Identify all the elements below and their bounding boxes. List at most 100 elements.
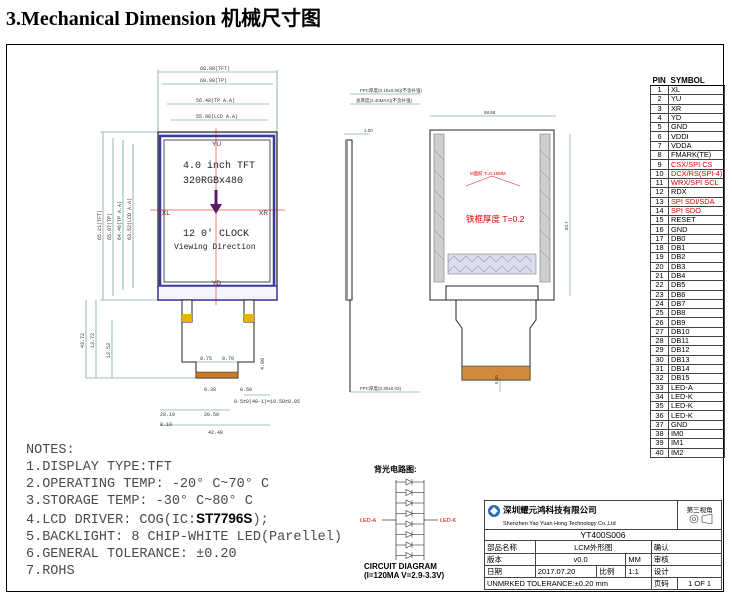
pin-number: 19 [650, 252, 669, 263]
pin-symbol: XL [667, 84, 726, 96]
dim-top-lcd-aa: 55.08(LCD A.A) [196, 114, 238, 120]
pin-symbol: DB6 [667, 289, 726, 300]
led-a-label: LED-A [360, 518, 377, 524]
notes-block: NOTES: 1.DISPLAY TYPE:TFT 2.OPERATING TE… [26, 442, 342, 580]
band-note: M面胶 T=0.15MM [470, 170, 506, 177]
symbol-header: SYMBOL [668, 76, 725, 86]
pin-number: 5 [650, 122, 669, 133]
pin-symbol: WRX/SPI SCL [667, 177, 726, 189]
version-value: v0.0 [534, 552, 627, 566]
pin-number: 35 [650, 401, 669, 412]
pin-symbol: DB12 [667, 345, 726, 356]
front-view-drawing: 60.88(TFT) 60.08(TP) 56.48(TP A.A) 55.08… [80, 66, 300, 436]
led-diode-icon [396, 531, 424, 538]
led-diode-icon [396, 489, 424, 496]
scale-value: 1:1 [625, 564, 652, 578]
pin-symbol: LED-K [667, 410, 726, 421]
pin-number: 6 [650, 131, 669, 142]
circuit-spec: (I=120MA V=2.9-3.3V) [364, 571, 445, 580]
dim-0-50: 0.50 [240, 387, 252, 393]
pin-number: 38 [650, 428, 669, 440]
pin-number: 7 [650, 140, 669, 152]
back-dim-height: 63.7 [564, 221, 569, 230]
pin-number: 16 [650, 224, 669, 235]
pin-symbol: DB15 [667, 373, 726, 384]
pin-number: 27 [650, 326, 669, 338]
note-2: 2.OPERATING TEMP: -20° C~70° C [26, 477, 270, 492]
dim-9-75: 9.75 [200, 356, 212, 362]
pin-symbol: LED-A [667, 382, 726, 393]
dim-8-19: 8.19 [160, 422, 172, 428]
dim-42-48: 42.48 [208, 430, 223, 436]
screen-size-text: 4.0 inch TFT [183, 160, 255, 172]
viewing-text: Viewing Direction [174, 243, 256, 252]
back-view-drawing: 58.68 63.7 M面胶 T=0.15MM 铁框厚度 T=0.2 5.00 [429, 110, 571, 392]
part-name: LCM外形图 [534, 540, 652, 554]
pin-symbol: YU [667, 94, 726, 105]
pin-symbol: IM1 [667, 438, 726, 449]
projection-angle: 第三视角 [686, 507, 713, 515]
pin-number: 10 [650, 168, 669, 179]
led-diode-icon [396, 520, 424, 528]
pin-number: 32 [650, 373, 669, 384]
pin-number: 4 [650, 112, 669, 124]
review-label: 审核 [650, 552, 723, 566]
pin-symbol: DB5 [667, 280, 726, 291]
part-name-label: 部品名称 [484, 540, 536, 554]
pin-symbol: DB4 [667, 270, 726, 282]
dim-left-lcd-aa: 63.52(LCD A.A) [127, 198, 133, 240]
note-5: 5.BACKLIGHT: 8 CHIP-WHITE LED(Parellel) [26, 530, 342, 545]
company-logo-icon [488, 504, 500, 517]
pin-symbol: RESET [667, 215, 726, 226]
note-4-text: 4.LCD DRIVER: COG(IC: [26, 513, 197, 528]
led-diode-icon [396, 552, 424, 559]
note-7: 7.ROHS [26, 564, 75, 579]
pin-symbol: DB14 [667, 363, 726, 375]
led-diode-icon [396, 510, 424, 517]
side-fpc-note: FPC厚度(0.30±0.03) [360, 385, 401, 392]
company-name-cn: 深圳耀元鸿科技有限公司 [503, 504, 597, 515]
note-1: 1.DISPLAY TYPE:TFT [26, 460, 172, 475]
date-label: 日期 [484, 564, 536, 578]
pin-symbol: CSX/SPI CS [667, 159, 726, 170]
pin-number: 2 [650, 94, 669, 105]
pin-number: 34 [650, 391, 669, 403]
pin-number: 9 [650, 159, 669, 170]
dim-left-tp: 65.97(TP) [107, 213, 113, 240]
pin-number: 14 [650, 205, 669, 217]
pin-number: 3 [650, 103, 669, 114]
pin-symbol: GND [667, 122, 726, 133]
side-view-drawing: FPC厚度(0.10±0.05)(不含补强) 总厚度(2.40MAX)(不含补强… [344, 87, 422, 393]
xl-label: XL [162, 210, 170, 217]
company-name-en: Shenzhen Yao Yuan Hong Technology Co.,Lt… [503, 520, 616, 527]
pin-number: 36 [650, 410, 669, 421]
dim-9-70: 9.70 [222, 356, 234, 362]
pin-number: 23 [650, 289, 669, 300]
clock-text: 12 0' CLOCK [183, 228, 249, 240]
pin-number: 12 [650, 187, 669, 198]
dim-bottom-43-72: 43.72 [80, 333, 86, 348]
circuit-schematic: LED-A LED-K [360, 478, 457, 560]
pin-symbol: DB0 [667, 233, 726, 245]
